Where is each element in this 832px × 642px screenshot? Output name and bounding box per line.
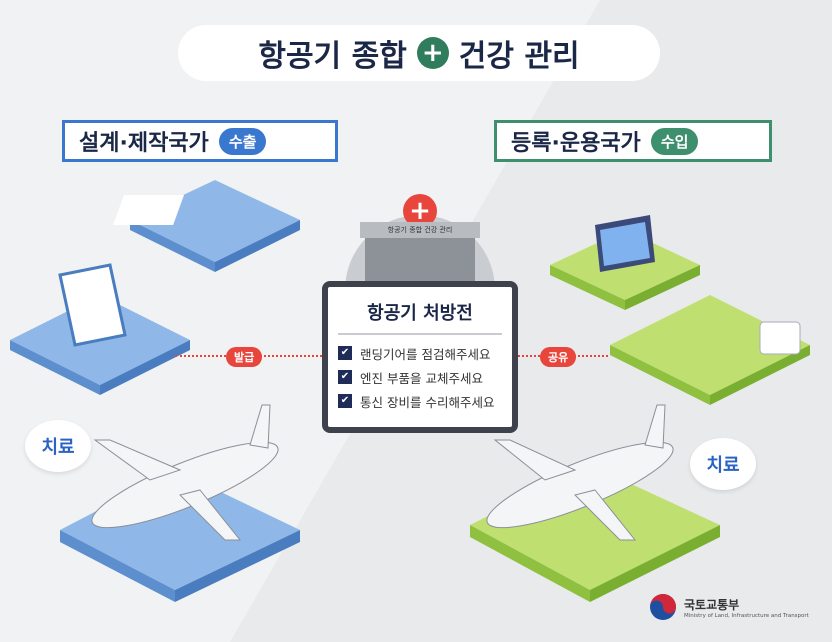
issue-pill: 발급 <box>226 347 263 367</box>
operator-country-banner: 등록·운용국가 수입 <box>494 120 772 162</box>
export-badge: 수출 <box>218 127 267 155</box>
card-title: 항공기 처방전 <box>338 293 502 335</box>
design-country-banner: 설계·제작국가 수출 <box>62 120 338 162</box>
banner-label: 등록·운용국가 <box>511 131 641 156</box>
right-platforms <box>470 215 810 602</box>
airplane-right <box>486 404 674 541</box>
checklist-item: ✔ 랜딩기어를 점검해주세요 <box>338 341 502 365</box>
checklist-item: ✔ 통신 장비를 수리해주세요 <box>338 389 502 413</box>
checkbox-icon: ✔ <box>338 370 352 384</box>
title-part2: 건강 관리 <box>458 39 580 74</box>
item-text: 엔진 부품을 교체주세요 <box>360 370 483 386</box>
banner-label: 설계·제작국가 <box>79 131 209 156</box>
ministry-name-english: Ministry of Land, Infrastructure and Tra… <box>684 612 809 619</box>
share-pill: 공유 <box>540 347 577 367</box>
treatment-bubble-right: 치료 <box>690 438 756 490</box>
plus-circle-icon: + <box>416 37 449 69</box>
checkbox-icon: ✔ <box>338 394 352 408</box>
checkbox-icon: ✔ <box>338 346 352 360</box>
treatment-bubble-left: 치료 <box>25 420 91 472</box>
item-text: 통신 장비를 수리해주세요 <box>360 394 495 410</box>
import-badge: 수입 <box>650 127 699 155</box>
title-part1: 항공기 종합 <box>258 39 407 74</box>
page-title: 항공기 종합 + 건강 관리 <box>178 25 660 81</box>
taegeuk-emblem-icon <box>650 594 676 620</box>
hangar-sign: 항공기 종합 건강 관리 <box>360 222 480 238</box>
ministry-name-korean: 국토교통부 <box>684 597 740 612</box>
item-text: 랜딩기어를 점검해주세요 <box>360 346 491 362</box>
checklist-item: ✔ 엔진 부품을 교체주세요 <box>338 365 502 389</box>
prescription-card: 항공기 처방전 ✔ 랜딩기어를 점검해주세요 ✔ 엔진 부품을 교체주세요 ✔ 통신 … <box>322 281 518 433</box>
airplane-left <box>91 404 279 541</box>
